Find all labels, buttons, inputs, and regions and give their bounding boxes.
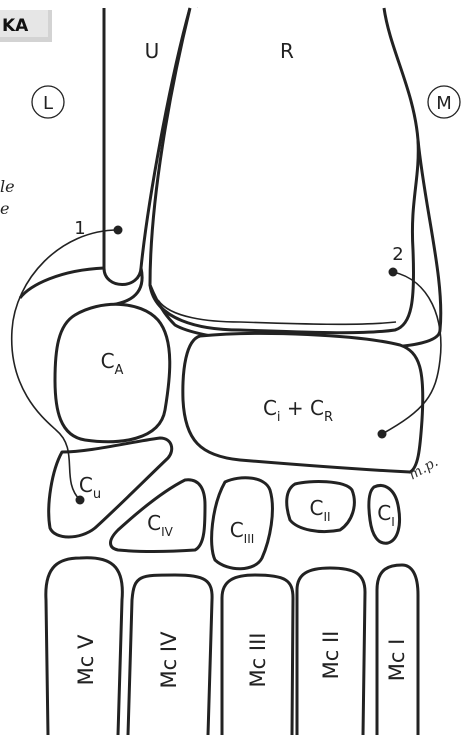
label-mc-ii: Mc II bbox=[319, 631, 343, 680]
label-ulna: U bbox=[145, 39, 160, 63]
marker-2-end-dot bbox=[378, 430, 387, 439]
marker-1-label: 1 bbox=[74, 218, 85, 239]
label-mc-i: Mc I bbox=[385, 639, 409, 682]
label-mc-v: Mc V bbox=[74, 634, 98, 685]
margin-note-line-1: le bbox=[0, 177, 15, 196]
label-mc-iii: Mc III bbox=[246, 633, 270, 688]
margin-note-line-2: e bbox=[0, 199, 9, 218]
label-radius: R bbox=[280, 39, 294, 63]
label-medial: M bbox=[436, 93, 452, 114]
figure-tag-text: KA bbox=[2, 16, 29, 36]
marker-2-dot bbox=[389, 268, 398, 277]
figure-tag: KA bbox=[0, 10, 52, 42]
marker-1-dot bbox=[114, 226, 123, 235]
marker-2-label: 2 bbox=[392, 244, 403, 265]
label-mc-iv: Mc IV bbox=[157, 631, 181, 689]
label-lateral: L bbox=[43, 93, 53, 114]
